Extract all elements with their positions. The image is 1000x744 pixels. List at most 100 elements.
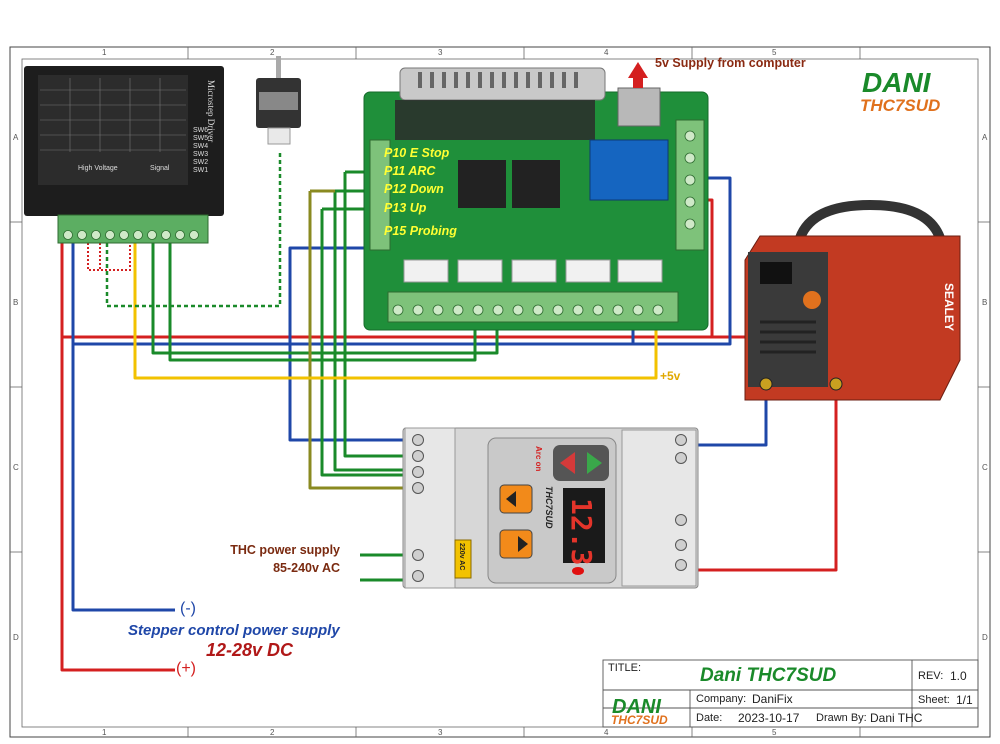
row-label: C bbox=[982, 463, 988, 472]
row-label: B bbox=[13, 298, 18, 307]
thc-up-arrow-icon bbox=[506, 491, 516, 507]
welder-handle bbox=[795, 199, 945, 241]
driver-switch: SW6 bbox=[193, 127, 208, 134]
red-stepper-plus-wire bbox=[60, 243, 175, 672]
thc-power-label: THC power supply bbox=[230, 543, 340, 557]
driver-signal: Signal bbox=[150, 165, 170, 172]
thc-down-arrow-icon bbox=[518, 536, 528, 552]
col-label: 2 bbox=[270, 728, 275, 737]
supply-5v-label: 5v Supply from computer bbox=[655, 56, 806, 70]
row-label: B bbox=[982, 298, 987, 307]
stepper-motor bbox=[256, 56, 301, 145]
motor-shaft bbox=[276, 56, 281, 81]
col-label: 1 bbox=[102, 48, 107, 57]
top-logo: DANI THC7SUD bbox=[860, 67, 940, 115]
thc-ac-badge bbox=[454, 539, 472, 579]
red-arrow-icon bbox=[628, 62, 648, 88]
tb-drawn: Dani THC bbox=[870, 711, 923, 725]
col-label: 4 bbox=[604, 48, 609, 57]
green-arc-run bbox=[343, 172, 410, 458]
blue-welder-wire bbox=[690, 392, 768, 447]
row-label: C bbox=[13, 463, 19, 472]
motor-connector bbox=[267, 127, 291, 145]
red-welder-wire bbox=[690, 392, 838, 572]
frame-ticks bbox=[10, 47, 990, 737]
tb-date: 2023-10-17 bbox=[738, 711, 800, 725]
row-label: A bbox=[13, 133, 19, 142]
board-jst-connectors bbox=[403, 259, 663, 283]
title-block bbox=[602, 659, 979, 728]
logo-top: DANI bbox=[862, 67, 932, 98]
thc-unit: 12.3 Arc on THC7SUD 220v AC bbox=[402, 427, 699, 589]
row-label: D bbox=[13, 633, 19, 642]
thc-display-value: 12.3 bbox=[565, 498, 598, 565]
row-label: A bbox=[982, 133, 988, 142]
thc-led bbox=[572, 567, 584, 575]
tb-title-label: TITLE: bbox=[608, 662, 642, 674]
tb-company: DaniFix bbox=[752, 692, 793, 706]
pin-label-arc: P11 ARC bbox=[384, 164, 436, 178]
driver-title: Microstep Driver bbox=[206, 80, 216, 142]
thc-arc-on: Arc on bbox=[534, 446, 543, 471]
col-label: 4 bbox=[604, 728, 609, 737]
breakout-board bbox=[363, 62, 709, 331]
col-label: 5 bbox=[772, 728, 777, 737]
thc-left-terminals bbox=[404, 427, 456, 589]
logo-bottom: THC7SUD bbox=[860, 96, 940, 115]
tb-logo-bottom: THC7SUD bbox=[611, 713, 668, 727]
inner-frame bbox=[21, 58, 979, 728]
tb-drawn-label: Drawn By: bbox=[816, 712, 867, 724]
motor-band bbox=[259, 92, 298, 110]
olive-wire bbox=[308, 191, 410, 490]
plasma-welder: SEALEY bbox=[744, 199, 961, 401]
welder-display bbox=[760, 262, 792, 284]
ic-chip-1 bbox=[458, 160, 506, 208]
row-label: D bbox=[982, 633, 988, 642]
col-label: 2 bbox=[270, 48, 275, 57]
title-block-logo: DANI THC7SUD bbox=[611, 696, 668, 727]
thc-down-button bbox=[499, 529, 533, 559]
driver-screws bbox=[63, 230, 199, 240]
col-label: 3 bbox=[438, 728, 443, 737]
relay-block bbox=[589, 139, 669, 201]
tb-logo-top: DANI bbox=[612, 696, 661, 718]
bottom-screws bbox=[392, 304, 664, 316]
thc-left-screws bbox=[412, 434, 424, 582]
driver-switch: SW5 bbox=[193, 135, 208, 142]
tb-company-label: Company: bbox=[696, 693, 747, 705]
thc-right-screws bbox=[675, 434, 687, 571]
tb-rev-label: REV: bbox=[918, 670, 944, 682]
right-screws bbox=[684, 130, 696, 230]
usb-connector bbox=[617, 87, 661, 127]
tb-sheet: 1/1 bbox=[956, 693, 973, 707]
tb-rev: 1.0 bbox=[950, 669, 967, 683]
blue-relay-wire bbox=[633, 176, 732, 346]
welder-grille bbox=[760, 320, 816, 354]
col-label: 5 bbox=[772, 48, 777, 57]
welder-knob bbox=[803, 291, 821, 309]
driver-switch: SW4 bbox=[193, 143, 208, 150]
welder-brand: SEALEY bbox=[942, 283, 956, 331]
thc-left-arrow-icon bbox=[560, 452, 575, 474]
left-terminal bbox=[369, 139, 391, 251]
driver-table-grid bbox=[40, 78, 186, 152]
blue-stepper-minus-wire bbox=[71, 243, 175, 612]
frame-grid-labels: 1 2 3 4 5 1 2 3 4 5 A B C D A B C D bbox=[13, 48, 988, 737]
board-shadow bbox=[395, 100, 595, 140]
pin-label-down: P12 Down bbox=[384, 182, 444, 196]
driver-high-voltage: High Voltage bbox=[78, 165, 118, 172]
driver-switch: SW1 bbox=[193, 167, 208, 174]
thc-arrow-pad bbox=[553, 445, 609, 481]
driver-switch-labels: SW6 SW5 SW4 SW3 SW2 SW1 bbox=[193, 127, 208, 174]
stepper-driver: Microstep Driver SW6 SW5 SW4 SW3 SW2 SW1… bbox=[24, 66, 224, 244]
driver-switch: SW2 bbox=[193, 159, 208, 166]
blue-probing-wire bbox=[288, 246, 410, 442]
thc-display bbox=[563, 488, 605, 563]
driver-jumpers bbox=[87, 243, 131, 271]
ic-chip-2 bbox=[512, 160, 560, 208]
welder-socket-left bbox=[759, 377, 773, 391]
thc-power-voltage: 85-240v AC bbox=[273, 561, 340, 575]
plus-label: (+) bbox=[176, 660, 196, 677]
stepper-voltage-label: 12-28v DC bbox=[206, 640, 294, 660]
